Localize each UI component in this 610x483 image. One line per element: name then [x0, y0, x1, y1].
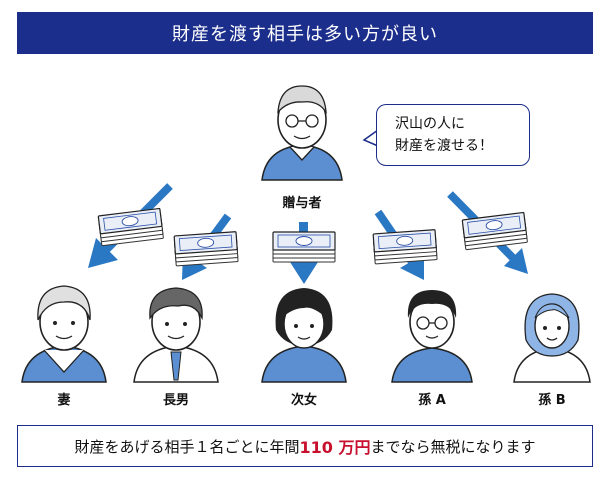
son-figure [133, 287, 219, 383]
money-stack-icon [97, 207, 165, 247]
daughter-figure [261, 288, 347, 383]
speech-bubble-icon [362, 129, 379, 147]
elderly-man-icon [261, 85, 343, 181]
wife-figure [21, 285, 107, 383]
footer-note: 財産をあげる相手１名ごとに年間 110 万円 までなら無税になります [17, 425, 593, 467]
footer-amount: 110 万円 [299, 438, 371, 457]
page-title: 財産を渡す相手は多い方が良い [17, 12, 593, 54]
recipient-label-son: 長男 [162, 393, 189, 408]
money-stack-icon [372, 229, 438, 265]
giver-figure [261, 85, 343, 181]
recipient-label-wife: 妻 [57, 393, 71, 408]
speech-bubble: 沢山の人に 財産を渡せる！ [376, 104, 530, 166]
money-stack-icon [272, 231, 336, 263]
bubble-line-2: 財産を渡せる！ [395, 138, 493, 154]
recipient-label-grandchild-b: 孫 B [538, 393, 566, 408]
recipient-label-grandchild-a: 孫 A [418, 393, 446, 408]
footer-suffix: までなら無税になります [370, 437, 536, 456]
recipient-label-daughter: 次女 [290, 393, 317, 408]
money-stack-icon [173, 231, 239, 267]
grandchild-b-figure [513, 293, 591, 383]
grandchild-a-figure [391, 290, 473, 383]
footer-prefix: 財産をあげる相手１名ごとに年間 [74, 437, 300, 456]
bubble-line-1: 沢山の人に [395, 116, 465, 132]
giver-label: 贈与者 [282, 196, 322, 211]
